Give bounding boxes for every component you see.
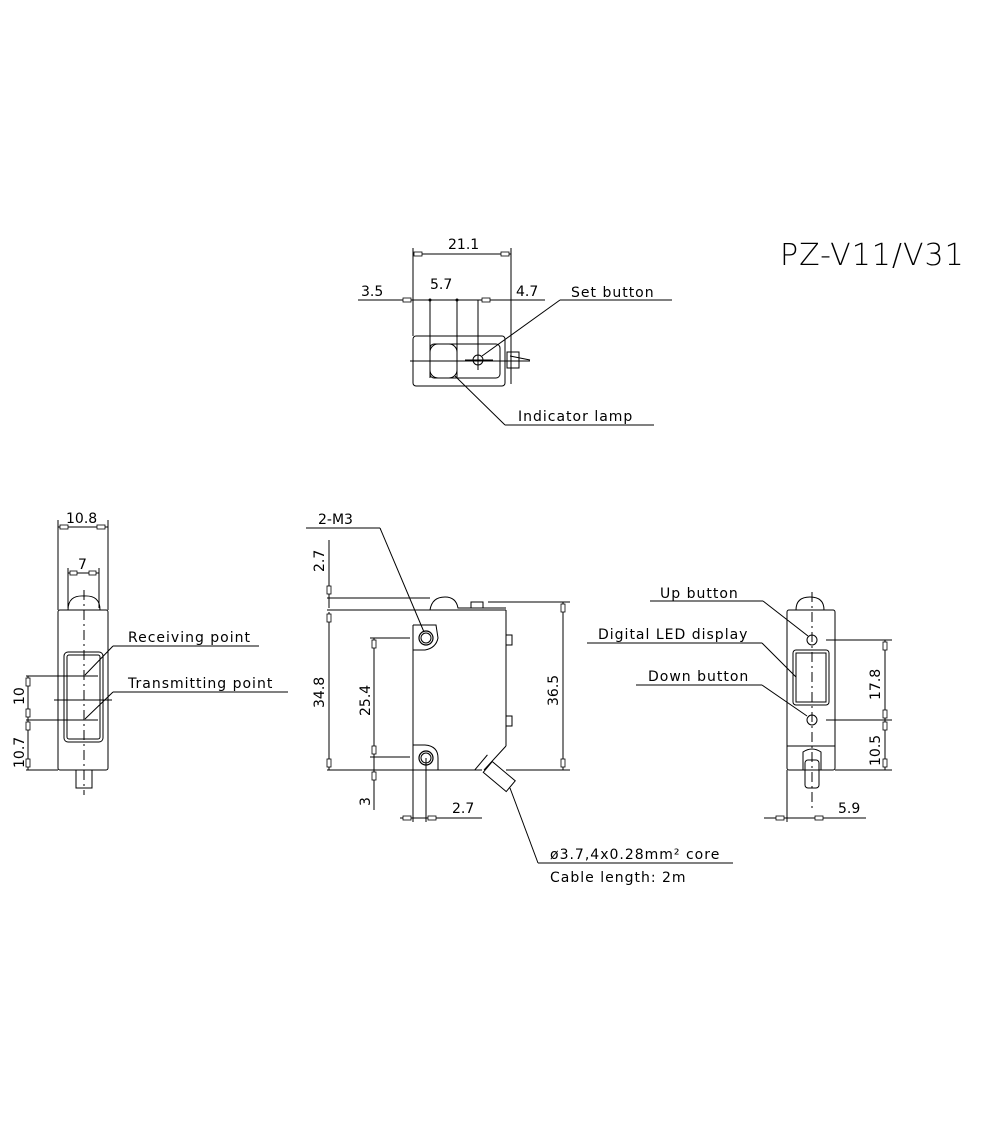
dim-2-7-bottom: 2.7 — [452, 801, 474, 817]
callout-digital-led-display: Digital LED display — [598, 627, 748, 643]
dim-5-7: 5.7 — [430, 277, 452, 293]
callout-2-m3: 2-M3 — [318, 512, 353, 528]
dim-17-8: 17.8 — [868, 669, 884, 700]
dim-3: 3 — [358, 797, 374, 806]
dim-34-8: 34.8 — [312, 677, 328, 708]
dim-7: 7 — [78, 557, 87, 573]
callout-up-button: Up button — [660, 586, 739, 602]
dim-25-4: 25.4 — [358, 685, 374, 716]
model-title: PZ-V11/V31 — [780, 238, 965, 273]
left-view: 10.8 7 10 10.7 Receiving point Transmitt… — [12, 511, 288, 795]
dim-10-8: 10.8 — [66, 511, 97, 527]
callout-set-button: Set button — [571, 285, 655, 301]
dim-5-9: 5.9 — [838, 801, 860, 817]
callout-transmitting-point: Transmitting point — [127, 676, 273, 692]
top-view: 21.1 3.5 5.7 4.7 Set button Indicator la… — [358, 237, 672, 426]
dim-10: 10 — [12, 687, 28, 705]
dim-10-5: 10.5 — [868, 735, 884, 766]
dim-10-7: 10.7 — [12, 737, 28, 768]
dim-2-7-top: 2.7 — [312, 550, 328, 572]
mounting-hole-top — [418, 630, 434, 646]
dim-21-1: 21.1 — [448, 237, 479, 253]
callout-cable-length: Cable length: 2m — [550, 870, 687, 886]
callout-down-button: Down button — [648, 669, 749, 685]
right-view: 17.8 10.5 5.9 Up button Digital LED disp… — [587, 586, 892, 822]
callout-indicator-lamp: Indicator lamp — [518, 409, 633, 425]
led-display-shape — [792, 649, 830, 706]
front-view: 2-M3 2.7 34.8 25.4 3 2.7 36.5 — [306, 512, 733, 886]
dim-3-5: 3.5 — [361, 284, 383, 300]
dim-36-5: 36.5 — [546, 675, 562, 706]
dim-4-7: 4.7 — [516, 284, 538, 300]
callout-cable-spec: ø3.7,4x0.28mm² core — [550, 847, 720, 863]
callout-receiving-point: Receiving point — [128, 630, 251, 646]
